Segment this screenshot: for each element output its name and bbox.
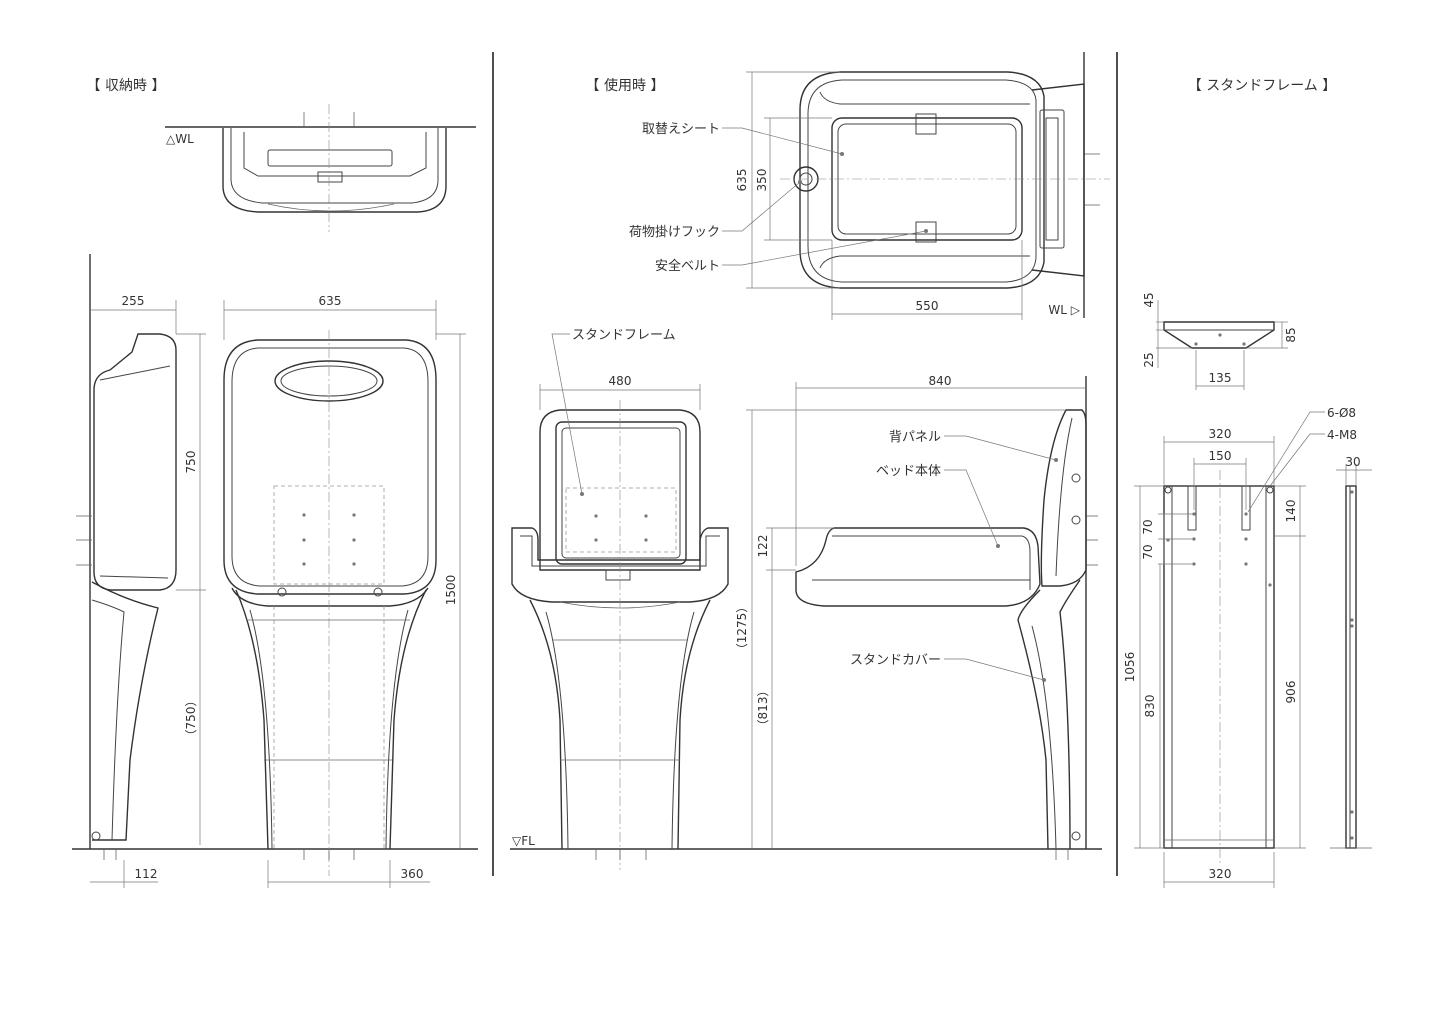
dim-total-height: 1500 [444,575,458,606]
dim-frame-bottom-width: 320 [1209,867,1232,881]
wl-level-right: WL ▷ [1048,303,1080,317]
dim-frame-hole-pitch: 150 [1209,449,1232,463]
in-use-front-view: ▽FL [510,400,1102,870]
label-hook: 荷物掛けフック [629,225,720,240]
dim-upper-height: 750 [184,451,198,474]
dim-frame-height-lower: 830 [1143,695,1157,718]
dim-frame-width: 320 [1209,427,1232,441]
dim-side-length: 840 [929,374,952,388]
dim-plan-inner: 350 [755,169,769,192]
label-holes-b: 4-M8 [1327,428,1357,442]
dim-frame-pitch2: 70 [1141,544,1155,559]
dim-bed-thickness: 122 [756,535,770,558]
dim-plan-depth: 635 [735,169,749,192]
label-belt: 安全ベルト [655,258,720,274]
label-stand-cover: スタンドカバー [850,653,941,668]
in-use-front-dims: 480 スタンドフレーム [539,328,701,496]
dim-frame-top-width: 135 [1209,371,1232,385]
section-title-stand-frame: 【 スタンドフレーム 】 [1188,78,1336,94]
dim-frame-top-side: 85 [1284,327,1298,342]
stored-side-view [72,254,478,860]
dim-frame-top-h1: 45 [1142,292,1156,307]
fl-level-label: ▽FL [512,834,535,848]
dim-frame-height-total: 1056 [1123,652,1137,683]
stored-front-dims: 635 1500 360 [223,294,466,888]
label-bed-body: ベッド本体 [876,464,941,479]
frame-side-view: 30 [1330,455,1372,849]
label-holes-a: 6-Ø8 [1327,406,1356,420]
dim-foot-depth: 112 [135,867,158,881]
dim-frame-height-right: 906 [1284,681,1298,704]
dim-frame-pitch1: 70 [1141,519,1155,534]
dim-bed-height: （813） [756,685,770,732]
dim-side-depth: 255 [122,294,145,308]
dim-plan-width: 550 [916,299,939,313]
dim-frame-thickness: 30 [1345,455,1360,469]
section-title-in-use: 【 使用時 】 [586,77,665,94]
dim-base-width: 360 [401,867,424,881]
in-use-plan-labels: 取替えシート 荷物掛けフック 安全ベルト [629,122,928,274]
dim-frame-top-h2: 25 [1142,352,1156,367]
label-sheet: 取替えシート [642,122,720,137]
dim-front-width-in-use: 480 [609,374,632,388]
label-stand-frame: スタンドフレーム [572,328,676,343]
in-use-side-dims: 840 （1275） 122 （813） 背パネル ベッド本体 スタンドカバー [735,374,1086,849]
dim-height-total: （1275） [735,601,749,656]
dim-lower-height: （750） [184,695,198,742]
wl-level-label: △WL [166,132,194,146]
in-use-plan-dims: 635 350 550 [735,71,1023,320]
stored-plan-view: △WL [165,104,476,232]
dim-front-width: 635 [319,294,342,308]
section-title-stored: 【 収納時 】 [87,78,166,94]
frame-front-view [1163,470,1275,866]
stored-side-dims: 255 750 （750） 112 [90,294,206,888]
frame-top-view: 45 25 85 135 [1142,292,1298,390]
label-back-panel: 背パネル [889,430,941,445]
stored-front-view [223,330,437,876]
dim-frame-slot: 140 [1284,500,1298,523]
in-use-plan-view: WL ▷ [780,52,1110,318]
frame-front-dims: 320 150 6-Ø8 4-M8 70 70 140 1056 830 906… [1123,406,1357,888]
in-use-side-view [795,376,1098,860]
